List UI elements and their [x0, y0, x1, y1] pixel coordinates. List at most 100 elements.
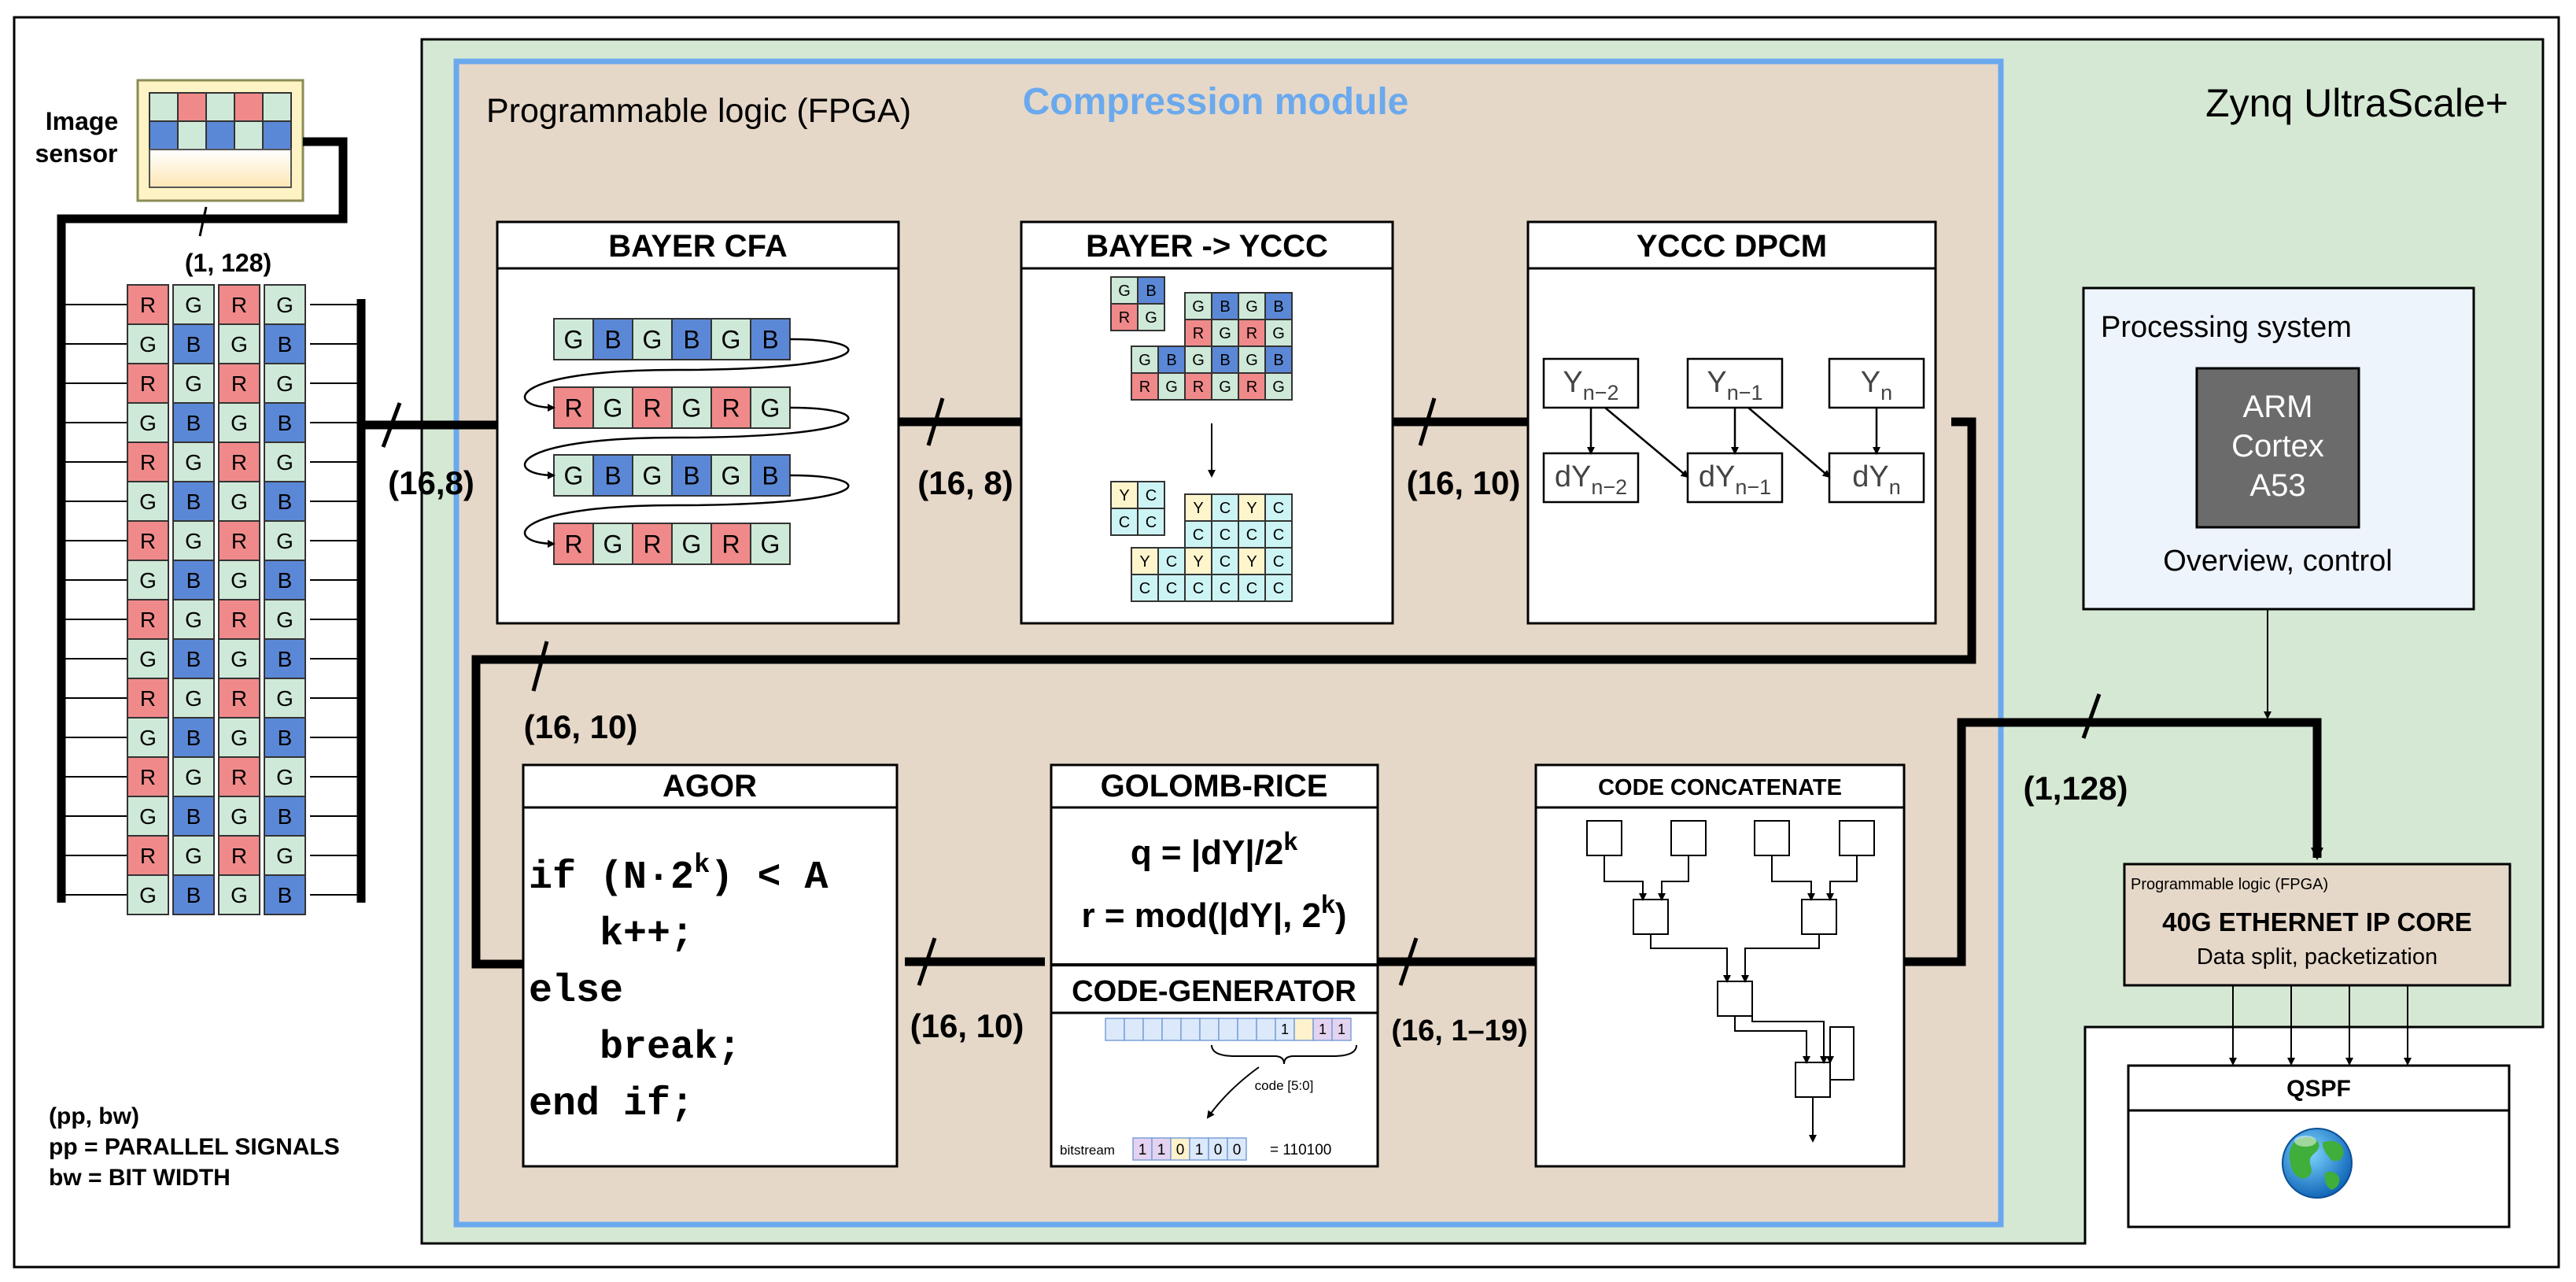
concat-wire — [1771, 855, 1815, 901]
agor-code-line: k++; — [529, 912, 694, 957]
block-agor: AGOR if (N·2k) < A k++;else break;end if… — [522, 763, 899, 1168]
cell-label: R — [1193, 379, 1204, 396]
cell-label: B — [186, 568, 201, 593]
cell-label: G — [139, 490, 157, 514]
cell-label: R — [140, 293, 156, 317]
sensor-pixel — [177, 120, 207, 150]
cell-label: R — [140, 844, 156, 868]
bus-label-4: (16, 10) — [524, 708, 638, 745]
golomb-rice-title: GOLOMB-RICE — [1101, 769, 1328, 804]
dpcm-dy-label: dYn−1 — [1699, 460, 1771, 499]
bus-line-4 — [471, 417, 1976, 969]
cell-label: R — [231, 765, 247, 789]
ycc-pixel — [1264, 345, 1293, 374]
cell-label: B — [1166, 352, 1176, 369]
ycc-pixel — [1137, 276, 1165, 305]
ycc-pixel — [1184, 493, 1212, 522]
codegen-bit — [1294, 1018, 1314, 1041]
concat-node — [1633, 899, 1669, 935]
concat-wire — [1826, 1026, 1854, 1081]
bayer-yccc-title: BAYER -> YCCC — [1086, 229, 1328, 264]
arm-cpu — [2195, 367, 2360, 529]
cell-label: G — [231, 490, 248, 514]
scan-arrow — [523, 474, 850, 548]
ycc-pixel — [1184, 372, 1212, 401]
cell-label: Y — [1193, 500, 1203, 517]
ycc-pixel — [1110, 303, 1139, 331]
bus-slash — [198, 206, 208, 237]
cell-label: C — [1166, 553, 1177, 571]
sensor-pixel — [205, 92, 235, 122]
cell-label: C — [1146, 514, 1157, 531]
cell-label: R — [231, 371, 247, 396]
sensor-pixel — [205, 120, 235, 150]
bitstream-bit-label: 1 — [1195, 1142, 1204, 1158]
globe-icon — [2282, 1128, 2353, 1199]
bayer-pixel — [127, 323, 169, 364]
cpu-line-3: A53 — [2249, 468, 2305, 503]
bitstream-result: = 110100 — [1270, 1142, 1331, 1158]
sensor-pixel — [149, 120, 179, 150]
bayer-pixel — [218, 481, 260, 522]
cell-label: R — [722, 530, 740, 559]
image-sensor-label-2: sensor — [35, 139, 118, 168]
cell-label: R — [231, 529, 247, 553]
ycc-pixel — [1157, 372, 1186, 401]
cell-label: G — [276, 529, 293, 553]
concat-node — [1586, 820, 1622, 856]
cell-label: G — [185, 450, 202, 475]
cell-label: G — [185, 371, 202, 396]
cell-label: G — [139, 647, 157, 671]
cell-label: R — [1246, 379, 1257, 396]
cell-label: G — [1246, 352, 1258, 369]
codegen-bit — [1199, 1018, 1220, 1041]
cell-label: G — [761, 394, 781, 423]
cell-label: C — [1139, 580, 1150, 597]
concat-wire — [1751, 1016, 1828, 1064]
cell-label: G — [1246, 298, 1258, 316]
cell-label: G — [139, 883, 157, 907]
sensor-pixel — [149, 92, 179, 122]
cfa-pixel — [592, 454, 633, 497]
cfa-pixel — [553, 386, 594, 429]
dpcm-arrow — [1604, 407, 1689, 478]
cell-label: R — [1193, 325, 1204, 342]
codegen-bit — [1105, 1018, 1125, 1041]
cell-label: B — [186, 804, 201, 829]
concat-wire — [1826, 855, 1858, 901]
bayer-pixel — [218, 756, 260, 797]
cell-label: G — [722, 462, 741, 490]
bitstream-bit-label: 1 — [1157, 1142, 1166, 1158]
bayer-pixel — [264, 363, 306, 404]
cell-label: G — [564, 326, 584, 354]
cell-label: B — [1220, 298, 1230, 316]
cell-label: R — [722, 394, 740, 423]
concat-node — [1670, 820, 1707, 856]
cell-label: B — [186, 411, 201, 435]
ycc-pixel — [1264, 547, 1293, 575]
codegen-bit — [1218, 1018, 1238, 1041]
sensor-pixel — [234, 120, 264, 150]
image-sensor-icon — [136, 79, 304, 202]
cell-label: R — [140, 765, 156, 789]
cell-label: B — [1273, 298, 1283, 316]
bayer-pixel — [264, 638, 306, 679]
dpcm-dy-box — [1686, 452, 1784, 504]
cell-label: G — [139, 804, 157, 829]
ycc-pixel — [1137, 481, 1165, 509]
bus-label-7: (1,128) — [2023, 770, 2128, 807]
codegen-bit — [1161, 1018, 1182, 1041]
sensor-pixel — [234, 92, 264, 122]
cell-label: G — [139, 411, 157, 435]
code-slice-label: code [5:0] — [1255, 1078, 1314, 1093]
bayer-pixel — [127, 717, 169, 758]
bayer-pixel — [127, 678, 169, 719]
agor-code-line: break; — [529, 1025, 741, 1070]
codegen-bit — [1142, 1018, 1163, 1041]
cell-label: G — [231, 647, 248, 671]
bayer-pixel — [218, 796, 260, 837]
cell-label: Y — [1193, 553, 1203, 571]
